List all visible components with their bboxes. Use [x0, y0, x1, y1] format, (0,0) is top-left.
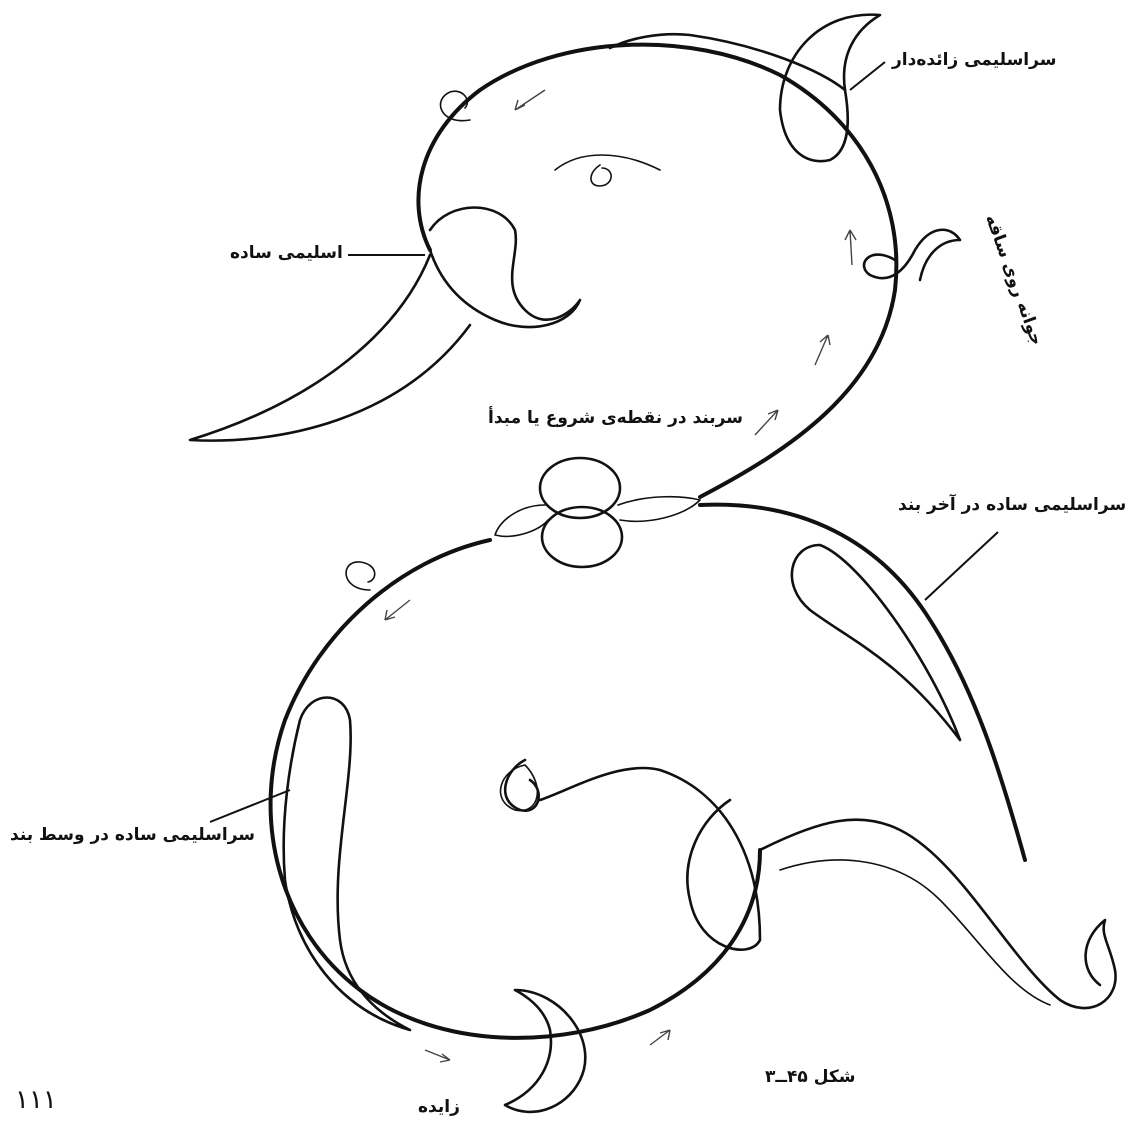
- arrow-bottom-2: [650, 1030, 670, 1045]
- arrow-lower-left: [385, 600, 410, 620]
- top-left-curl: [440, 91, 470, 120]
- upper-spiral-stem: [418, 45, 896, 497]
- bud-on-stem: [864, 230, 960, 280]
- page-number: ۱۱۱: [15, 1085, 57, 1115]
- knot-top-lobe: [540, 458, 620, 518]
- knot-left-leaf: [495, 505, 548, 536]
- long-left-leaf: [190, 255, 470, 441]
- figure-caption: شکل ۴۵ــ۳: [765, 1067, 855, 1087]
- knot-bottom-lobe: [542, 507, 622, 567]
- arrow-upper-left: [515, 90, 545, 110]
- simple-islimi-left: [430, 208, 580, 328]
- leader-left-lower: [210, 790, 290, 822]
- arrow-bottom-1: [425, 1050, 450, 1062]
- arrow-center: [755, 410, 778, 435]
- inner-eye-curl: [555, 155, 660, 186]
- label-center: سربند در نقطه‌ی شروع یا مبدأ: [488, 408, 743, 428]
- lower-stem-right-arc: [700, 505, 1025, 860]
- label-right-middle: سراسلیمی ساده در آخر بند: [898, 495, 1126, 515]
- lower-spiral-stem: [271, 540, 760, 1038]
- arrow-right-2: [815, 335, 830, 365]
- top-right-tail: [610, 34, 845, 90]
- label-top-right: سراسلیمی زائده‌دار: [892, 50, 1056, 70]
- label-left-upper: اسلیمی ساده: [230, 243, 343, 263]
- leader-top-right: [850, 62, 885, 90]
- label-bottom: زایده: [418, 1097, 460, 1117]
- arrow-right-1: [845, 230, 856, 265]
- right-middle-islimi: [792, 545, 960, 740]
- lower-left-curl: [346, 562, 375, 590]
- top-right-crescent: [780, 15, 880, 162]
- lower-right-leaf-inner: [780, 860, 1050, 1005]
- knot-right-leaf: [618, 497, 700, 522]
- bottom-crescent: [505, 990, 585, 1112]
- central-scroll: [505, 760, 760, 950]
- leader-right-middle: [925, 532, 998, 600]
- label-left-lower: سراسلیمی ساده در وسط بند: [10, 825, 255, 845]
- lower-right-leaf: [760, 820, 1116, 1008]
